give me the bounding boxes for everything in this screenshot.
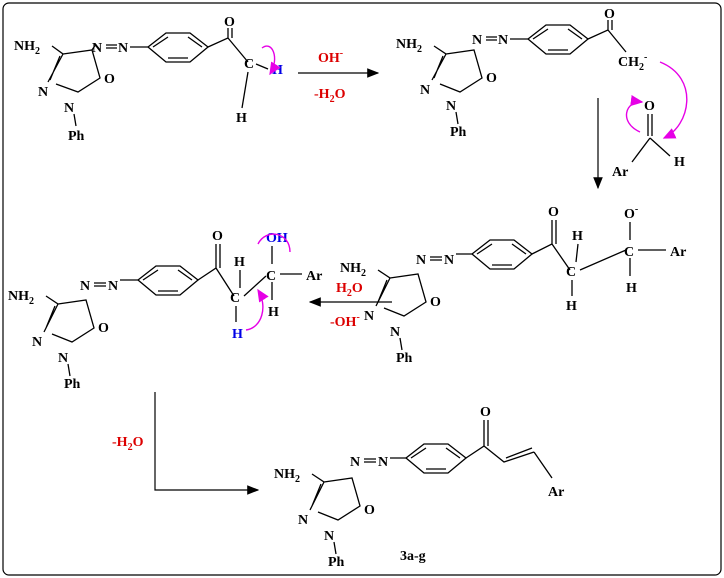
alpha-hydrogen-3b: H bbox=[566, 299, 577, 314]
azo-nitrogen-3a: N bbox=[416, 253, 426, 268]
ketone-oxygen-4: O bbox=[212, 229, 223, 244]
amino-group-3: NH2 bbox=[340, 261, 366, 279]
ring-nitrogen-2b: N bbox=[446, 99, 456, 114]
carbonyl-oxygen-2: O bbox=[486, 71, 497, 86]
phenyl-group-1: Ph bbox=[68, 129, 85, 144]
step-1-loss: -H2O bbox=[314, 87, 346, 105]
ring-nitrogen-2a: N bbox=[420, 83, 430, 98]
ketone-oxygen-1: O bbox=[224, 15, 235, 30]
methyl-hydrogen-1: H bbox=[236, 111, 247, 126]
aryl-group-aldehyde: Ar bbox=[612, 165, 628, 180]
carbonyl-oxygen-4: O bbox=[98, 321, 109, 336]
structure-aldehyde: O Ar H bbox=[612, 95, 685, 180]
aryl-group-3: Ar bbox=[670, 245, 686, 260]
azo-nitrogen-5a: N bbox=[350, 455, 360, 470]
step-3-loss: -OH- bbox=[330, 312, 360, 330]
step-3-reagent: H2O bbox=[336, 281, 363, 299]
alpha-hydrogen-3a: H bbox=[572, 229, 583, 244]
ring-nitrogen-3b: N bbox=[390, 325, 400, 340]
beta-hydrogen-4: H bbox=[268, 305, 279, 320]
azo-nitrogen-4b: N bbox=[108, 279, 118, 294]
carbonyl-oxygen-1: O bbox=[104, 72, 115, 87]
aldehyde-hydrogen: H bbox=[674, 155, 685, 170]
product-label: 3a-g bbox=[400, 549, 426, 564]
phenyl-group-5: Ph bbox=[328, 555, 345, 570]
ring-nitrogen-4a: N bbox=[32, 335, 42, 350]
alpha-hydrogen-4a: H bbox=[234, 255, 245, 270]
ring-nitrogen-3a: N bbox=[364, 309, 374, 324]
aryl-group-4: Ar bbox=[306, 269, 322, 284]
azo-nitrogen-1b: N bbox=[118, 41, 128, 56]
carbanion-group: CH2- bbox=[618, 52, 647, 73]
ring-nitrogen-5b: N bbox=[324, 529, 334, 544]
ring-nitrogen-1b: N bbox=[64, 101, 74, 116]
curly-arrow-2 bbox=[659, 61, 688, 139]
carbonyl-oxygen-5: O bbox=[364, 503, 375, 518]
azo-nitrogen-5b: N bbox=[378, 455, 388, 470]
step-4-arrow-group: -H2O bbox=[112, 392, 260, 495]
phenyl-group-4: Ph bbox=[64, 377, 81, 392]
step-4-loss: -H2O bbox=[112, 435, 144, 453]
step-1-arrow-group: OH- -H2O bbox=[298, 48, 380, 105]
carbonyl-oxygen-3: O bbox=[430, 295, 441, 310]
phenyl-group-2: Ph bbox=[450, 125, 467, 140]
ketone-oxygen-3: O bbox=[548, 205, 559, 220]
structure-starting-ketone: NH2 N N O Ph N N O C H H bbox=[14, 15, 283, 144]
alpha-carbon-4: C bbox=[230, 291, 240, 306]
beta-carbon-4: C bbox=[266, 269, 276, 284]
step-4-arrow bbox=[154, 392, 260, 495]
amino-group-4: NH2 bbox=[8, 289, 34, 307]
azo-nitrogen-2a: N bbox=[472, 33, 482, 48]
alpha-hydrogen-4b: H bbox=[232, 327, 243, 342]
ketone-oxygen-5: O bbox=[480, 405, 491, 420]
aldehyde-oxygen: O bbox=[644, 99, 655, 114]
ring-nitrogen-5a: N bbox=[298, 513, 308, 528]
structure-aldol: NH2 N N O Ph N N O C H H C OH Ar H bbox=[8, 229, 322, 392]
azo-nitrogen-1a: N bbox=[92, 41, 102, 56]
aryl-group-5: Ar bbox=[548, 485, 564, 500]
beta-carbon-3: C bbox=[624, 245, 634, 260]
alkoxide-oxygen: O- bbox=[624, 204, 638, 222]
alpha-carbon-1: C bbox=[244, 57, 254, 72]
azo-nitrogen-2b: N bbox=[498, 33, 508, 48]
azo-nitrogen-4a: N bbox=[80, 279, 90, 294]
ring-nitrogen-1a: N bbox=[38, 85, 48, 100]
curly-arrow-1 bbox=[261, 45, 281, 76]
step-3-arrow-group: H2O -OH- bbox=[308, 281, 392, 330]
beta-hydrogen-3: H bbox=[626, 281, 637, 296]
amino-group-1: NH2 bbox=[14, 39, 40, 57]
curly-arrow-5 bbox=[245, 288, 269, 331]
alpha-carbon-3: C bbox=[566, 265, 576, 280]
structure-alkoxide: NH2 N N O Ph N N O C H H C O- Ar H bbox=[340, 204, 686, 366]
step-1-reagent: OH- bbox=[318, 48, 343, 66]
curly-arrow-3 bbox=[626, 95, 644, 133]
amino-group-2: NH2 bbox=[396, 37, 422, 55]
phenyl-group-3: Ph bbox=[396, 351, 413, 366]
ketone-oxygen-2: O bbox=[604, 7, 615, 22]
azo-nitrogen-3b: N bbox=[444, 253, 454, 268]
ring-nitrogen-4b: N bbox=[58, 351, 68, 366]
curly-arrow-4 bbox=[257, 233, 291, 253]
structure-product-chalcone: NH2 N N O Ph N N O Ar 3a-g bbox=[274, 405, 564, 570]
amino-group-5: NH2 bbox=[274, 467, 300, 485]
structure-enolate: NH2 N N O Ph N N O CH2- bbox=[396, 7, 688, 140]
